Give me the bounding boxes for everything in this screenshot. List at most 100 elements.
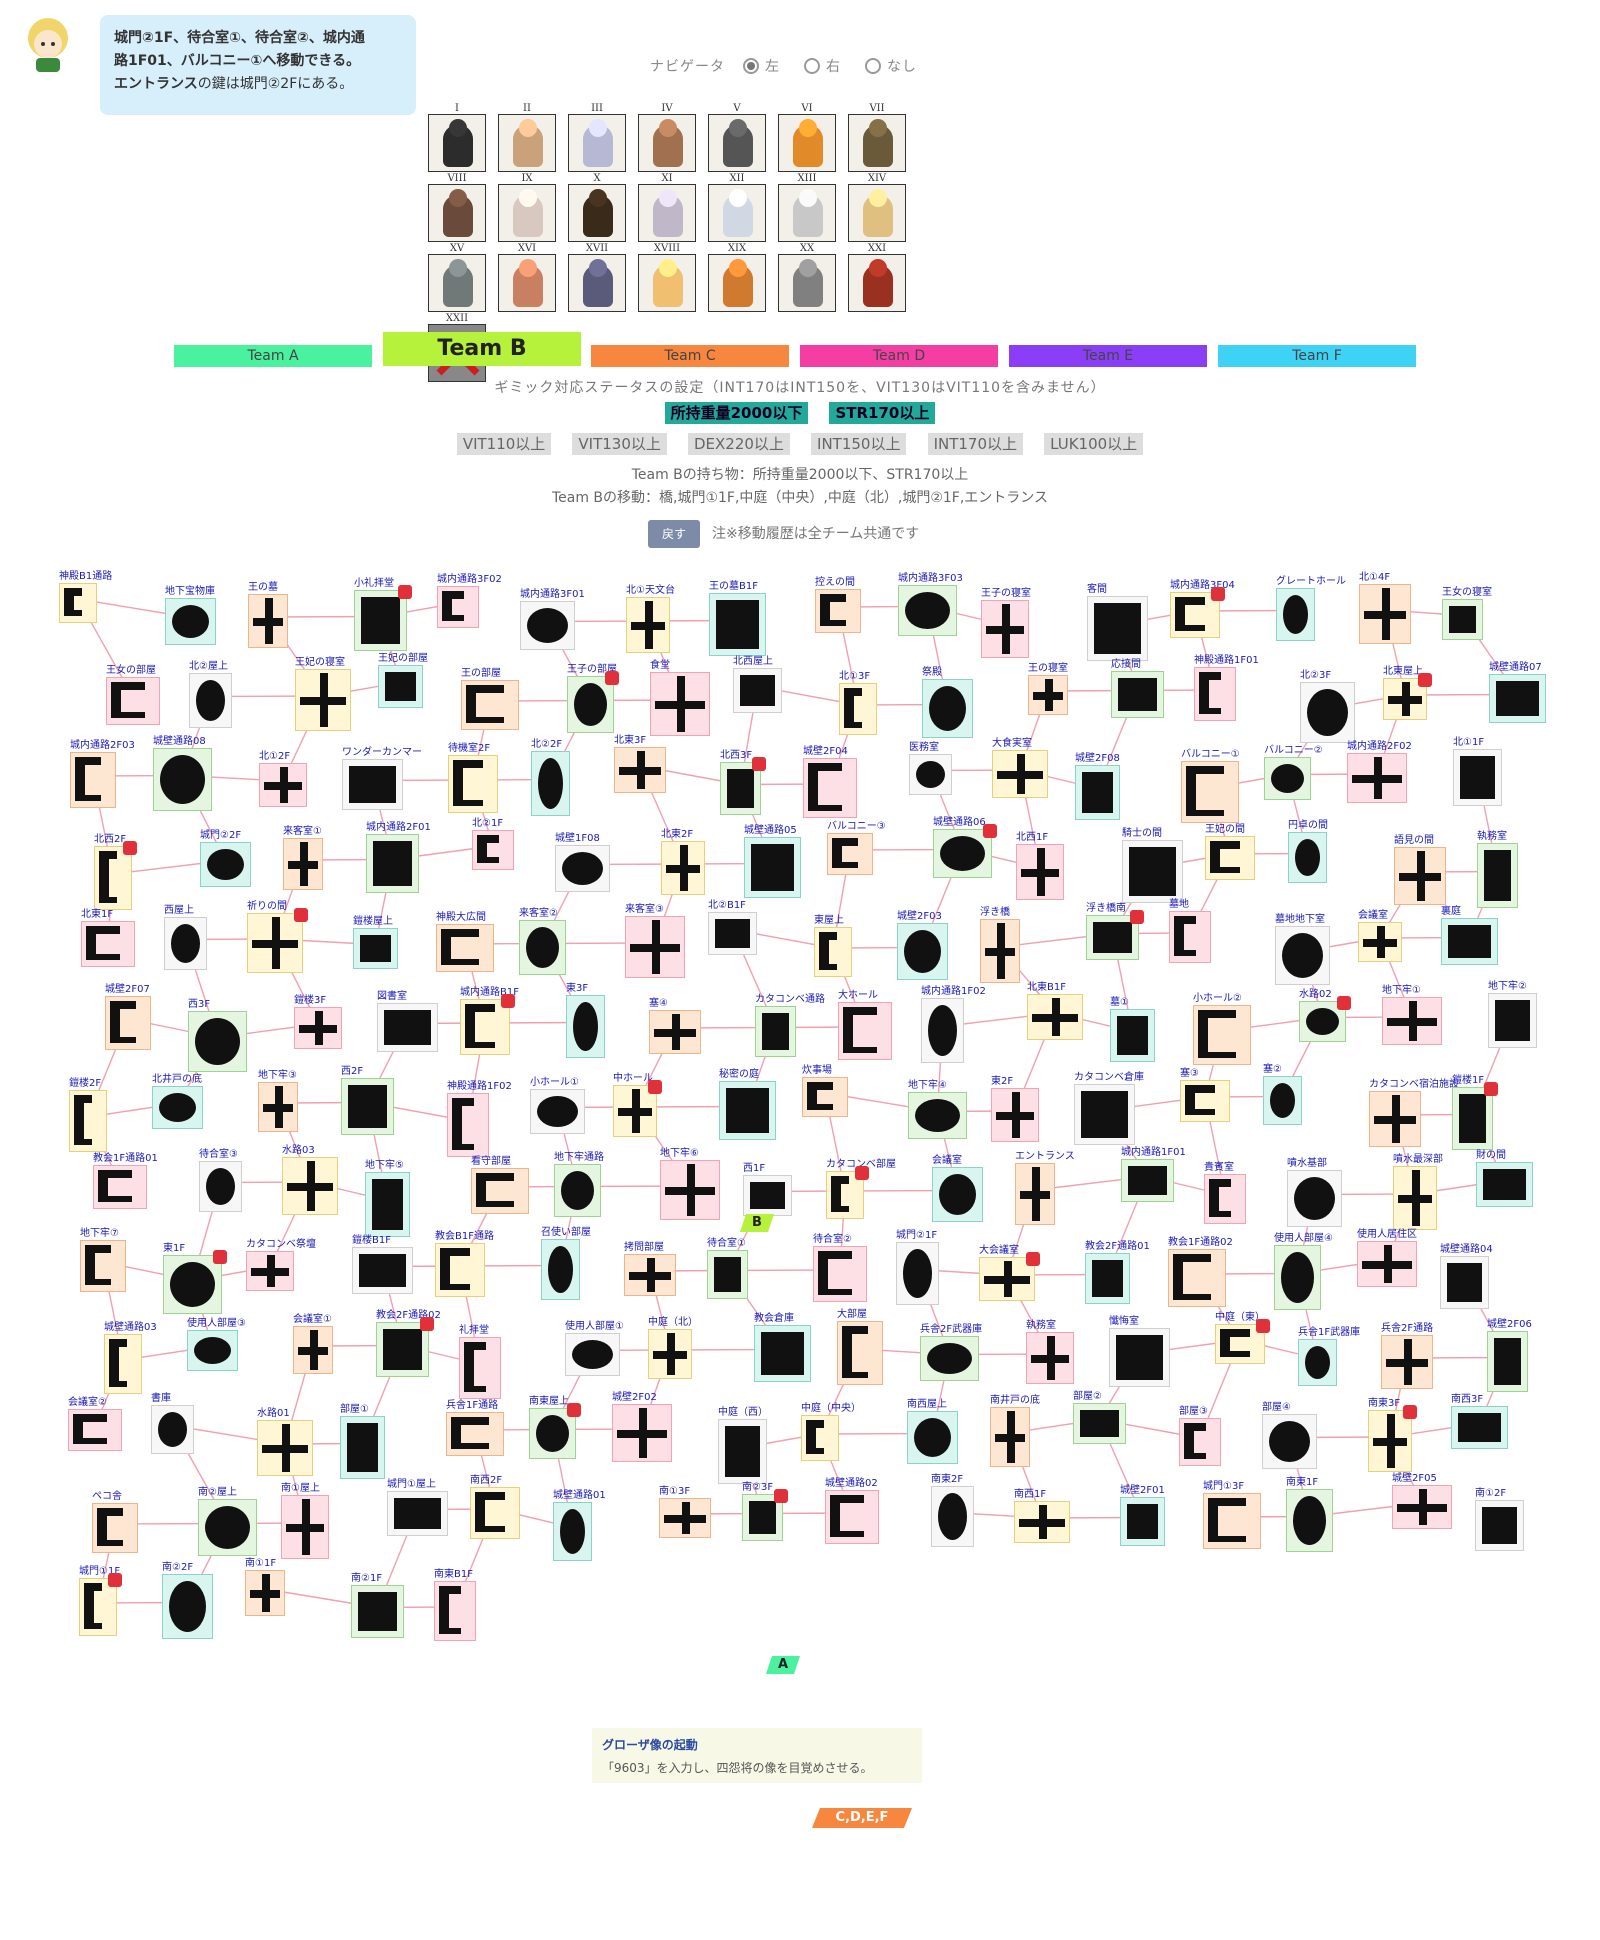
room-label[interactable]: 祭殿 bbox=[922, 667, 942, 678]
room-label[interactable]: 兵舎2F通路 bbox=[1381, 1323, 1434, 1334]
room-label[interactable]: 執務室 bbox=[1026, 1320, 1056, 1331]
room-map-tile[interactable] bbox=[743, 1175, 792, 1216]
room-map-tile[interactable] bbox=[1275, 926, 1330, 985]
room-label[interactable]: 召使い部屋 bbox=[541, 1227, 591, 1238]
room-map-tile[interactable] bbox=[708, 912, 757, 955]
boss-9[interactable]: IX bbox=[498, 174, 556, 242]
room-map-tile[interactable] bbox=[164, 917, 207, 970]
boss-portrait[interactable] bbox=[428, 184, 486, 242]
room-label[interactable]: 城内通路B1F bbox=[460, 987, 519, 998]
room-map-tile[interactable] bbox=[470, 1487, 520, 1539]
room-map-tile[interactable] bbox=[660, 1160, 720, 1220]
room-label[interactable]: 北西2F bbox=[94, 834, 127, 845]
room-map-tile[interactable] bbox=[520, 601, 575, 650]
room-map-tile[interactable] bbox=[1205, 836, 1255, 880]
room-map-tile[interactable] bbox=[187, 1330, 238, 1371]
room-label[interactable]: 王の墓B1F bbox=[709, 581, 758, 592]
room-label[interactable]: 地下牢通路 bbox=[554, 1152, 604, 1163]
room-map-tile[interactable] bbox=[365, 1172, 410, 1237]
room-map-tile[interactable] bbox=[199, 1161, 242, 1212]
room-map-tile[interactable] bbox=[980, 919, 1020, 983]
room-map-tile[interactable] bbox=[258, 1082, 298, 1132]
room-label[interactable]: 北②屋上 bbox=[189, 661, 228, 672]
room-label[interactable]: 図書室 bbox=[377, 991, 407, 1002]
room-map-tile[interactable] bbox=[1074, 1084, 1135, 1145]
room-map-tile[interactable] bbox=[1453, 749, 1502, 806]
boss-portrait[interactable] bbox=[498, 114, 556, 172]
room-label[interactable]: 南井戸の底 bbox=[990, 1395, 1040, 1406]
room-map-tile[interactable] bbox=[921, 998, 964, 1063]
room-map-tile[interactable] bbox=[1300, 682, 1355, 743]
boss-4[interactable]: IV bbox=[638, 104, 696, 172]
room-label[interactable]: 客間 bbox=[1087, 584, 1107, 595]
room-label[interactable]: 教会1F通路01 bbox=[93, 1153, 158, 1164]
room-map-tile[interactable] bbox=[1215, 1319, 1270, 1364]
room-label[interactable]: 教会B1F通路 bbox=[435, 1231, 494, 1242]
room-map-tile[interactable] bbox=[434, 1581, 476, 1641]
room-label[interactable]: 部屋④ bbox=[1262, 1402, 1291, 1413]
room-map-tile[interactable] bbox=[152, 1086, 203, 1129]
room-label[interactable]: 鎧楼3F bbox=[294, 995, 327, 1006]
room-label[interactable]: 神殿大広間 bbox=[436, 912, 486, 923]
room-label[interactable]: 会議室① bbox=[293, 1314, 332, 1325]
room-map-tile[interactable] bbox=[1357, 1241, 1417, 1287]
room-label[interactable]: 大ホール bbox=[838, 990, 878, 1001]
room-map-tile[interactable] bbox=[1014, 1501, 1070, 1543]
room-map-tile[interactable] bbox=[1193, 1005, 1251, 1065]
room-map-tile[interactable] bbox=[387, 1491, 448, 1536]
boss-1[interactable]: I bbox=[428, 104, 486, 172]
room-label[interactable]: 南東B1F bbox=[434, 1569, 473, 1580]
room-map-tile[interactable] bbox=[1111, 671, 1164, 718]
room-label[interactable]: 王女の寝室 bbox=[1442, 587, 1492, 598]
room-label[interactable]: 裏庭 bbox=[1441, 906, 1461, 917]
room-label[interactable]: 南東2F bbox=[931, 1474, 964, 1485]
room-map-tile[interactable] bbox=[1169, 911, 1211, 963]
room-map-tile[interactable] bbox=[459, 1337, 501, 1399]
room-label[interactable]: 中ホール bbox=[613, 1073, 653, 1084]
room-label[interactable]: 看守部屋 bbox=[471, 1156, 511, 1167]
room-map-tile[interactable] bbox=[79, 1573, 122, 1636]
boss-portrait[interactable] bbox=[498, 184, 556, 242]
room-map-tile[interactable] bbox=[541, 1239, 580, 1300]
room-map-tile[interactable] bbox=[827, 833, 873, 875]
room-label[interactable]: 拷問部屋 bbox=[624, 1242, 664, 1253]
room-map-tile[interactable] bbox=[754, 1325, 811, 1382]
room-map-tile[interactable] bbox=[1027, 994, 1083, 1040]
room-label[interactable]: 西2F bbox=[341, 1066, 364, 1077]
room-label[interactable]: 兵舎2F武器庫 bbox=[920, 1324, 983, 1335]
room-label[interactable]: 城壁2F05 bbox=[1392, 1473, 1437, 1484]
room-map-tile[interactable] bbox=[1085, 1253, 1130, 1304]
room-label[interactable]: 北①2F bbox=[259, 751, 291, 762]
room-map-tile[interactable] bbox=[1264, 757, 1311, 800]
room-label[interactable]: 貴賓室 bbox=[1204, 1162, 1234, 1173]
room-map-tile[interactable] bbox=[1383, 673, 1432, 720]
room-label[interactable]: 部屋① bbox=[340, 1404, 369, 1415]
room-label[interactable]: 北西屋上 bbox=[733, 656, 773, 667]
room-label[interactable]: 王妃の寝室 bbox=[295, 657, 345, 668]
room-map-tile[interactable] bbox=[461, 680, 519, 730]
room-map-tile[interactable] bbox=[436, 924, 494, 972]
room-map-tile[interactable] bbox=[1026, 1332, 1074, 1384]
room-label[interactable]: 中庭（中央） bbox=[801, 1403, 861, 1414]
room-label[interactable]: 城内通路3F01 bbox=[520, 589, 585, 600]
room-map-tile[interactable] bbox=[566, 995, 605, 1058]
boss-portrait[interactable] bbox=[428, 254, 486, 312]
room-map-tile[interactable] bbox=[555, 845, 610, 892]
room-map-tile[interactable] bbox=[1181, 761, 1239, 823]
room-label[interactable]: 騎士の間 bbox=[1122, 828, 1162, 839]
boss-portrait[interactable] bbox=[428, 114, 486, 172]
room-label[interactable]: カタコンベ通路 bbox=[755, 994, 825, 1005]
room-label[interactable]: 使用人居住区 bbox=[1357, 1229, 1417, 1240]
room-label[interactable]: 来客室② bbox=[519, 908, 558, 919]
boss-19[interactable]: XIX bbox=[708, 244, 766, 312]
room-map-tile[interactable] bbox=[247, 908, 308, 973]
room-label[interactable]: カタコンベ倉庫 bbox=[1074, 1072, 1144, 1083]
room-map-tile[interactable] bbox=[826, 1166, 869, 1219]
boss-17[interactable]: XVII bbox=[568, 244, 626, 312]
room-label[interactable]: 地下牢④ bbox=[908, 1080, 947, 1091]
boss-10[interactable]: X bbox=[568, 174, 626, 242]
room-label[interactable]: 待合室① bbox=[707, 1238, 746, 1249]
room-map-tile[interactable] bbox=[661, 841, 705, 895]
room-label[interactable]: 王妃の間 bbox=[1205, 824, 1245, 835]
room-label[interactable]: 中庭（北） bbox=[648, 1317, 698, 1328]
